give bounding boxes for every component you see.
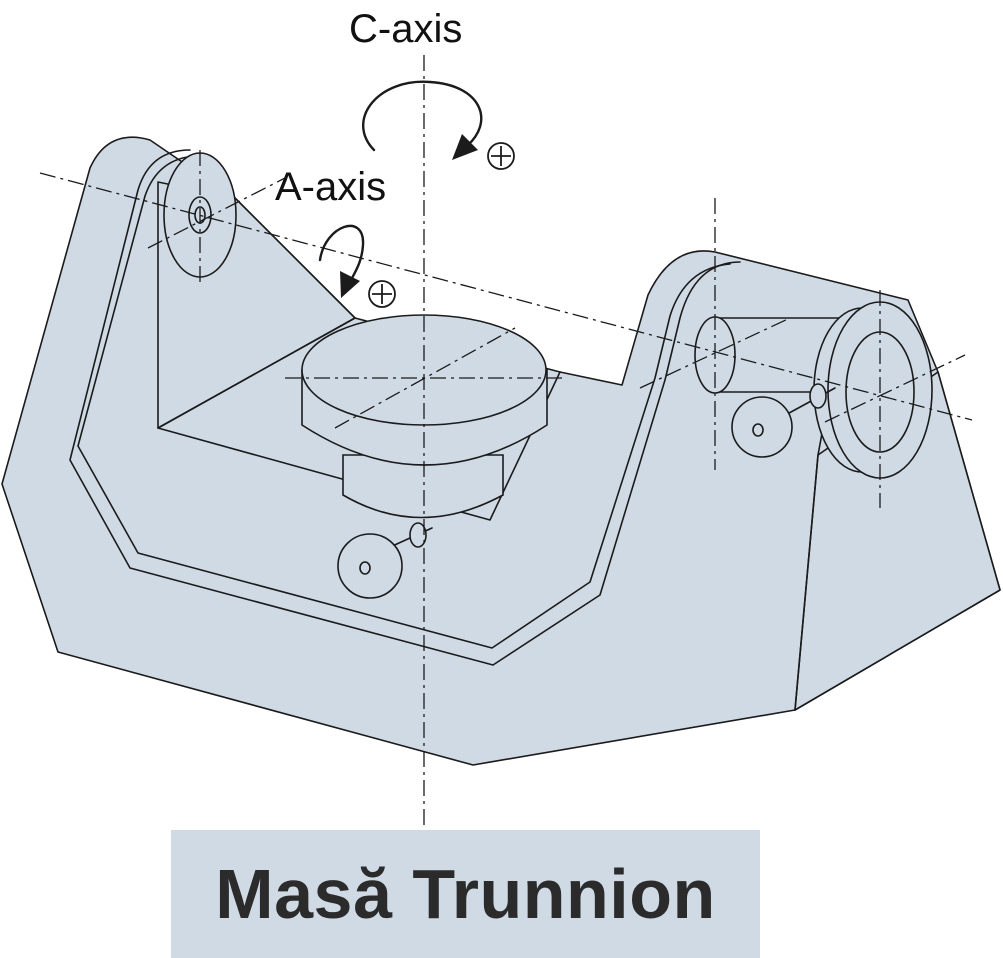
right-bearing-cross-line [824,354,966,423]
a-axis-line [39,172,973,421]
c-axis-label: C-axis [349,7,462,51]
right-adjust-knob [731,383,836,458]
clockwise-rotation-arrow-icon [362,80,483,152]
right-knob-center [752,423,764,437]
front-knob-center [359,561,371,575]
c-axis-arrowhead-icon [452,134,478,160]
front-knob-collar [409,522,427,548]
a-axis-indicator: A-axis [275,165,396,308]
right-axle-cross-line [639,317,791,389]
caption-panel: Masă Trunnion [171,830,760,958]
table-crosshair-diagonal [334,327,516,429]
a-axis-label: A-axis [275,165,386,209]
left-bearing-cross-line [147,177,286,249]
a-axis-arrowhead-icon [340,271,360,298]
c-axis-indicator: C-axis [349,7,515,170]
clockwise-rotation-arrow-icon [318,224,365,284]
right-bearing [694,301,933,479]
center-lines [39,55,973,830]
a-axis-plus-icon [368,280,396,308]
front-adjust-knob [337,522,433,599]
rotary-table-base [342,454,504,519]
c-axis-plus-icon [487,142,515,170]
right-knob-collar [809,383,827,409]
diagram-caption: Masă Trunnion [215,855,716,933]
